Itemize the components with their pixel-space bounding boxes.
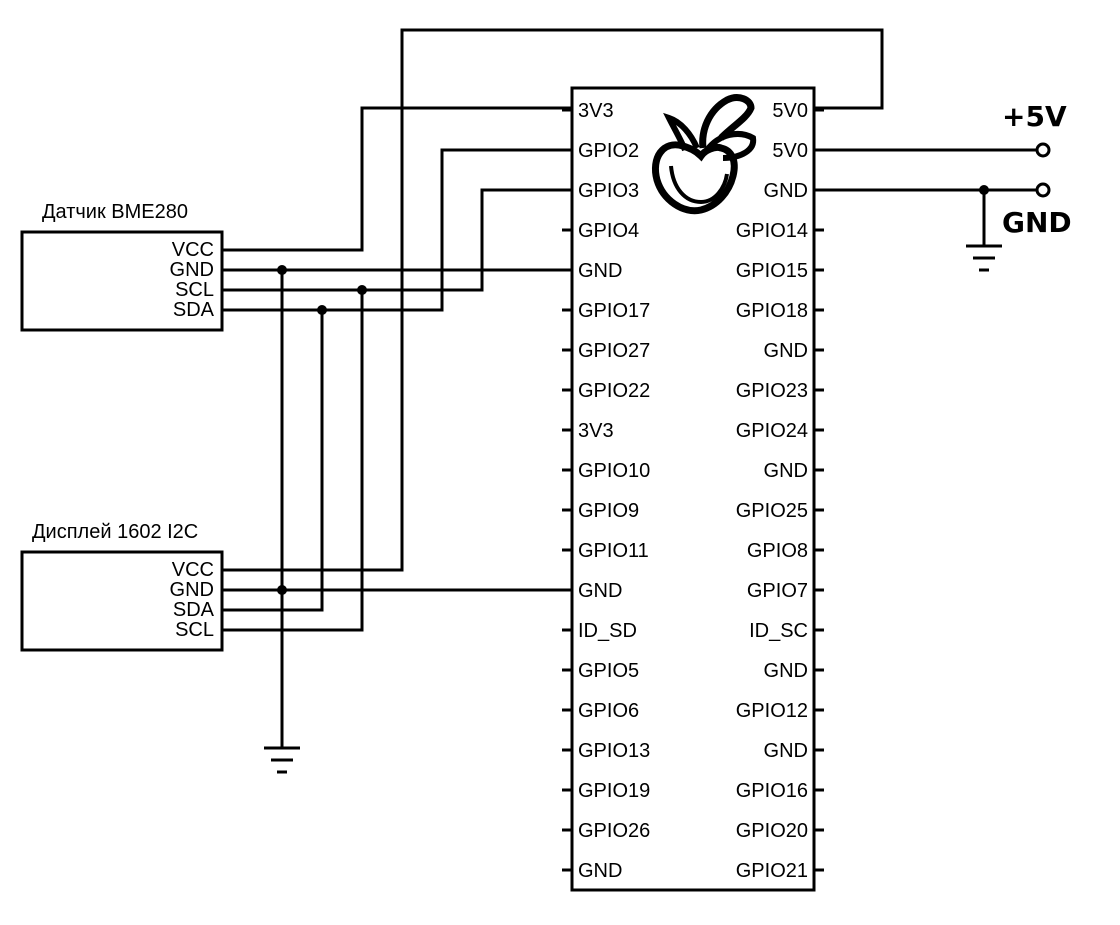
junction-dot [277, 265, 287, 275]
junction-dot [979, 185, 989, 195]
board-right-pin-label: GPIO14 [736, 220, 808, 242]
sensor-pin-vcc: VCC [172, 239, 214, 261]
right-pin-labels: 5V05V0GNDGPIO14GPIO15GPIO18GNDGPIO23GPIO… [736, 100, 808, 882]
board-right-pin-label: GPIO7 [747, 580, 808, 602]
left-pin-labels: 3V3GPIO2GPIO3GPIO4GNDGPIO17GPIO27GPIO223… [578, 100, 650, 882]
board-left-pin-label: GPIO10 [578, 460, 650, 482]
label-gnd: GND [1002, 206, 1072, 239]
board-left-pin-label: GPIO17 [578, 300, 650, 322]
board-right-pin-label: GPIO23 [736, 380, 808, 402]
sensor-module-title: Датчик BME280 [42, 201, 188, 223]
label-plus5v: +5V [1002, 100, 1067, 133]
ground-symbol-left [264, 746, 300, 774]
board-right-pin-label: ID_SC [749, 620, 808, 642]
wire-gpio2-sensor-sda [222, 148, 572, 312]
board-left-pin-label: GPIO27 [578, 340, 650, 362]
wire-sda-bus [222, 310, 324, 612]
board-left-pin-label: GPIO11 [578, 540, 649, 562]
board-left-pin-label: GPIO2 [578, 140, 639, 162]
wire-5v-display-vcc [222, 28, 884, 572]
board-right-pin-label: 5V0 [772, 140, 808, 162]
display-module-title: Дисплей 1602 I2C [32, 521, 198, 543]
board-right-pin-label: GND [764, 340, 808, 362]
board-right-pin-label: GPIO12 [736, 700, 808, 722]
ground-symbol-right [966, 244, 1002, 272]
board-left-pin-label: GPIO6 [578, 700, 639, 722]
board-left-pin-label: 3V3 [578, 100, 614, 122]
board-right-pin-label: GPIO20 [736, 820, 808, 842]
board-right-pin-label: GND [764, 180, 808, 202]
display-module-box [20, 550, 224, 652]
display-pin-gnd: GND [170, 579, 214, 601]
display-pin-sda: SDA [173, 599, 215, 621]
junction-dot [317, 305, 327, 315]
board-left-pin-label: GPIO13 [578, 740, 650, 762]
junction-dot [357, 285, 367, 295]
terminal-gnd [1035, 182, 1051, 198]
sensor-module-box [20, 230, 224, 332]
board-left-pin-label: GPIO19 [578, 780, 650, 802]
board-right-pin-label: GPIO21 [736, 860, 808, 882]
board-left-pin-label: GPIO22 [578, 380, 650, 402]
wire-scl-bus [222, 290, 364, 632]
junction-dot [277, 585, 287, 595]
board-left-pin-label: 3V3 [578, 420, 614, 442]
display-pin-scl: SCL [175, 619, 214, 641]
board-left-pin-label: GND [578, 860, 622, 882]
board-right-pin-label: GND [764, 740, 808, 762]
board-right-pin-label: GND [764, 660, 808, 682]
board-left-pin-label: GPIO26 [578, 820, 650, 842]
board-left-pin-label: GPIO5 [578, 660, 639, 682]
board-right-pin-label: GPIO8 [747, 540, 808, 562]
right-pin-stubs [814, 108, 824, 872]
board-left-pin-label: GND [578, 580, 622, 602]
board-left-pin-label: ID_SD [578, 620, 637, 642]
board-right-pin-label: GPIO15 [736, 260, 808, 282]
board-right-pin-label: GPIO16 [736, 780, 808, 802]
board-left-pin-label: GPIO9 [578, 500, 639, 522]
sensor-pin-sda: SDA [173, 299, 215, 321]
board-left-pin-label: GND [578, 260, 622, 282]
board-right-pin-label: GND [764, 460, 808, 482]
board-right-pin-label: GPIO18 [736, 300, 808, 322]
raspberry-logo-icon [652, 94, 757, 215]
wire-3v3-sensor-vcc [222, 106, 572, 252]
raspberry-pi-board [570, 86, 816, 892]
board-left-pin-label: GPIO3 [578, 180, 639, 202]
board-right-pin-label: GPIO24 [736, 420, 808, 442]
display-pin-vcc: VCC [172, 559, 214, 581]
board-left-pin-label: GPIO4 [578, 220, 639, 242]
sensor-pin-scl: SCL [175, 279, 214, 301]
wire-gpio3-sensor-scl [222, 188, 572, 292]
sensor-pin-gnd: GND [170, 259, 214, 281]
board-right-pin-label: 5V0 [772, 100, 808, 122]
board-right-pin-label: GPIO25 [736, 500, 808, 522]
terminal-5v [1035, 142, 1051, 158]
